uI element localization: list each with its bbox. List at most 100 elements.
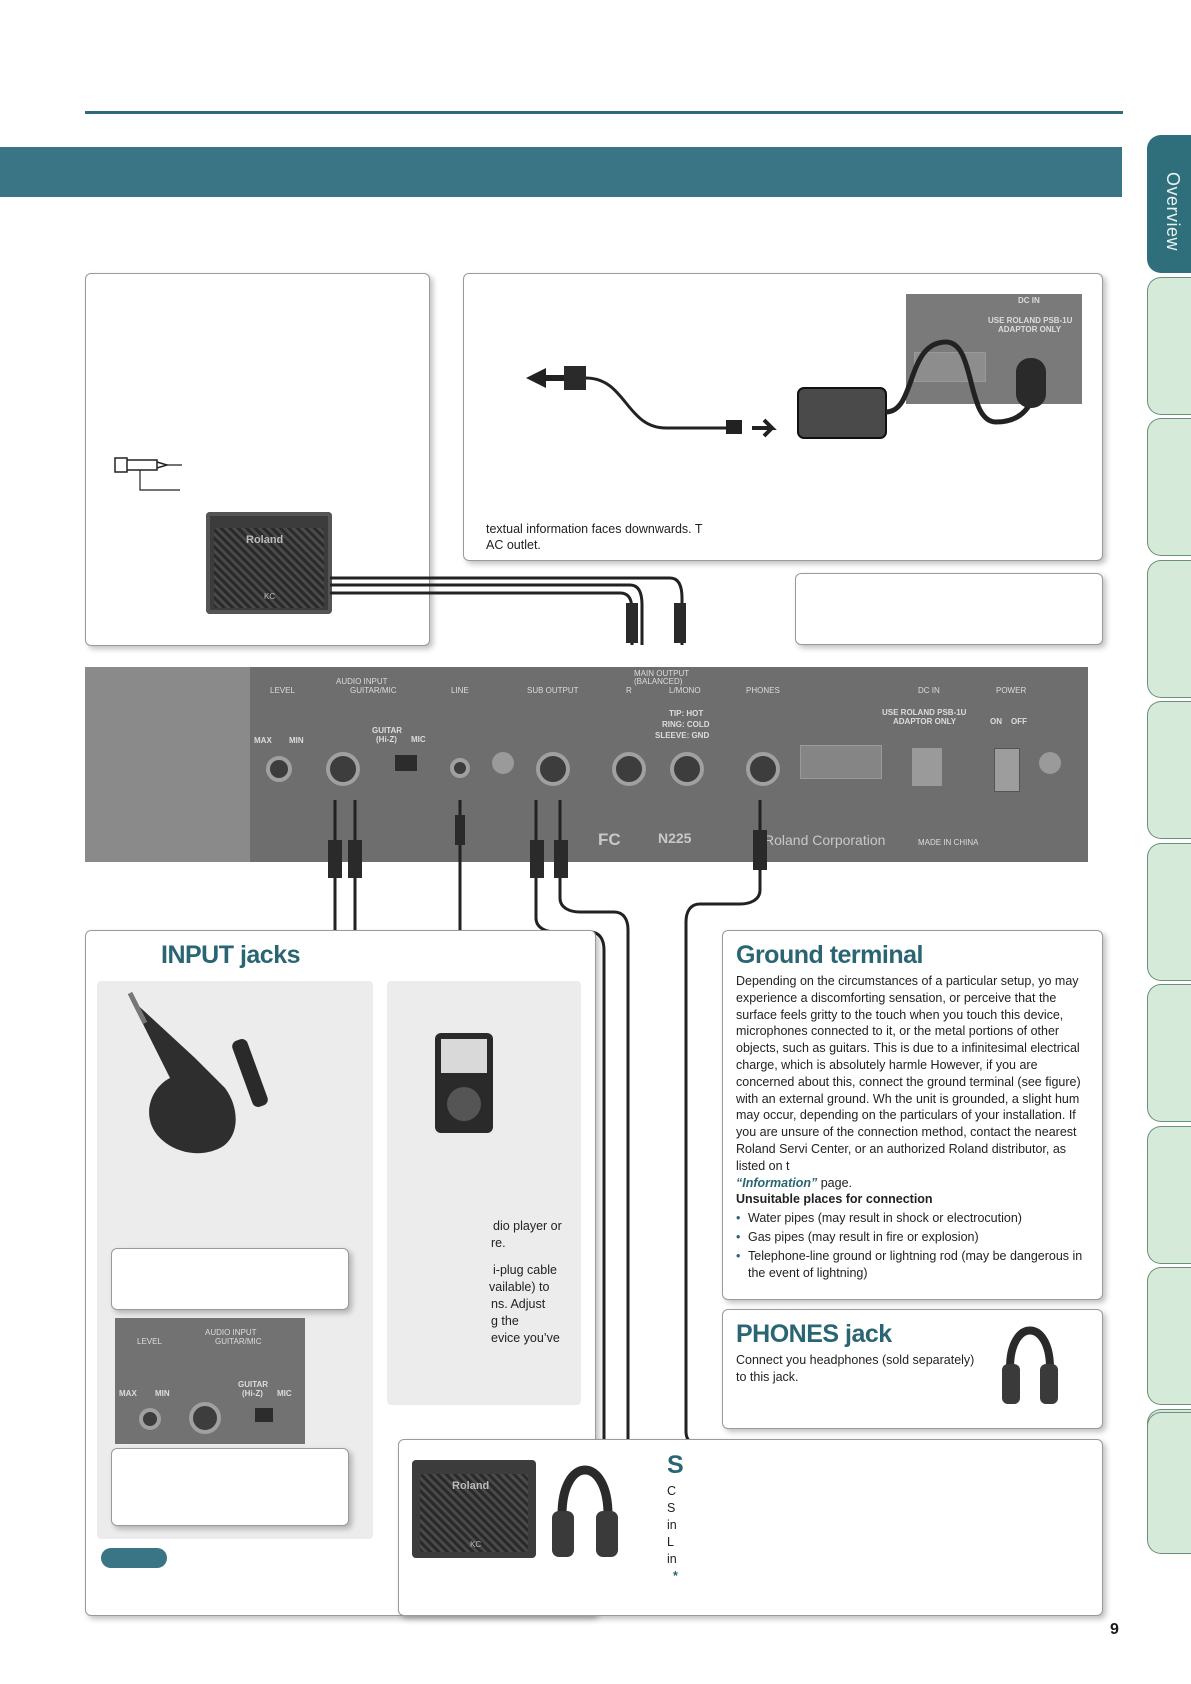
level-knob	[266, 756, 292, 782]
tab-3[interactable]	[1147, 418, 1191, 556]
sub-amp-brand: Roland	[452, 1480, 489, 1492]
tab-4[interactable]	[1147, 560, 1191, 698]
panel-power: POWER	[996, 686, 1026, 695]
power-callout-box	[795, 573, 1103, 645]
sub-amp-image: Roland KC	[412, 1460, 536, 1558]
ac-text-line1: textual information faces downwards. T	[486, 521, 703, 538]
tab-7[interactable]	[1147, 984, 1191, 1122]
switch-callout-box	[111, 1448, 349, 1526]
tab-9[interactable]	[1147, 1267, 1191, 1405]
ac-text-line2: AC outlet.	[486, 537, 541, 554]
information-link[interactable]: “Information”	[736, 1176, 817, 1190]
ac-adaptor-drawing	[520, 320, 1080, 440]
line-text-2: re.	[491, 1235, 506, 1252]
guitar-mic-jack	[326, 752, 360, 786]
panel-r: R	[626, 686, 632, 695]
amp-model: KC	[264, 592, 275, 601]
page-number: 9	[1110, 1621, 1119, 1639]
title-banner	[0, 147, 1122, 197]
list-item: Gas pipes (may result in fire or explosi…	[736, 1229, 1096, 1246]
panel-off: OFF	[1011, 717, 1027, 726]
ground-terminal-body: Depending on the circumstances of a part…	[736, 973, 1096, 1283]
list-item: Telephone-line ground or lightning rod (…	[736, 1248, 1096, 1282]
phones-jack	[746, 752, 780, 786]
panel-min: MIN	[289, 736, 304, 745]
panel-guitar: GUITAR	[372, 726, 402, 735]
ground-body-text: Depending on the circumstances of a part…	[736, 974, 1081, 1173]
main-output-l-jack	[670, 752, 704, 786]
panel-dc-in: DC IN	[918, 686, 940, 695]
line-jack	[450, 758, 470, 778]
panel-made-in: MADE IN CHINA	[918, 838, 978, 847]
line-text-6: g the	[491, 1313, 519, 1330]
panel-guitar-mic: GUITAR/MIC	[350, 686, 397, 695]
main-output-r-jack	[612, 752, 646, 786]
tab-6[interactable]	[1147, 843, 1191, 981]
sub-headphones-image	[550, 1455, 620, 1565]
panel-audio-input: AUDIO INPUT	[336, 677, 388, 686]
sub-text-2: S	[667, 1500, 675, 1517]
trs-plug-icon	[110, 448, 190, 492]
panel-l-mono: L/MONO	[669, 686, 701, 695]
note-badge	[101, 1548, 167, 1568]
sub-note-asterisk: *	[673, 1568, 678, 1585]
panel-balanced: (BALANCED)	[634, 677, 682, 686]
phones-jack-body: Connect you headphones (sold separately)…	[736, 1352, 986, 1386]
line-text-5: ns. Adjust	[491, 1296, 545, 1313]
headphones-image	[1000, 1318, 1060, 1418]
panel-ring: RING: COLD	[662, 720, 710, 729]
unsuitable-places-list: Water pipes (may result in shock or elec…	[736, 1210, 1096, 1281]
inset-guitar-mic: GUITAR/MIC	[215, 1337, 262, 1346]
level-callout-box	[111, 1248, 349, 1310]
panel-phones: PHONES	[746, 686, 780, 695]
inset-level: LEVEL	[137, 1337, 162, 1346]
dc-in-jack	[912, 748, 942, 786]
sub-text-1: C	[667, 1483, 676, 1500]
amp-brand: Roland	[246, 534, 283, 546]
panel-adaptor1: USE ROLAND PSB-1U	[882, 708, 966, 717]
ground-link-after: page.	[817, 1176, 852, 1190]
phones-jack-title: PHONES jack	[736, 1320, 892, 1349]
panel-adaptor2: ADAPTOR ONLY	[893, 717, 956, 726]
input-jacks-title: INPUT jacks	[161, 941, 300, 970]
guitar-image	[120, 988, 300, 1178]
sub-output-title: S	[667, 1451, 683, 1480]
panel-on: ON	[990, 717, 1002, 726]
audio-player-image	[435, 1033, 493, 1133]
list-item: Water pipes (may result in shock or elec…	[736, 1210, 1096, 1227]
amplifier-image: Roland KC	[206, 512, 332, 614]
inset-audio-input: AUDIO INPUT	[205, 1328, 257, 1337]
panel-sleeve: SLEEVE: GND	[655, 731, 709, 740]
tab-8[interactable]	[1147, 1126, 1191, 1264]
panel-sub-output: SUB OUTPUT	[527, 686, 579, 695]
power-switch	[994, 748, 1020, 792]
amp-cables	[330, 575, 690, 675]
sub-text-4: L	[667, 1534, 674, 1551]
microphone-image	[231, 1037, 270, 1108]
panel-tip: TIP: HOT	[669, 709, 703, 718]
panel-max: MAX	[254, 736, 272, 745]
sub-output-jack	[536, 752, 570, 786]
sub-amp-model: KC	[470, 1540, 481, 1549]
unsuitable-places-heading: Unsuitable places for connection	[736, 1191, 1096, 1208]
guitar-mic-switch	[395, 755, 417, 771]
ground-terminal-title: Ground terminal	[736, 941, 923, 970]
panel-line: LINE	[451, 686, 469, 695]
tab-11[interactable]	[1147, 1412, 1191, 1554]
line-text-3: i-plug cable	[493, 1262, 557, 1279]
input-inset-panel: AUDIO INPUT LEVEL GUITAR/MIC GUITAR (Hi-…	[115, 1318, 305, 1444]
dc-in-label: DC IN	[1018, 296, 1040, 305]
inset-hiz: (Hi-Z)	[242, 1389, 263, 1398]
line-text-4: vailable) to	[489, 1279, 549, 1296]
screw-1	[492, 752, 514, 774]
adaptor-holder	[800, 745, 882, 779]
inset-max: MAX	[119, 1389, 137, 1398]
tab-2[interactable]	[1147, 277, 1191, 415]
panel-mic: MIC	[411, 735, 426, 744]
header-rule	[85, 111, 1123, 114]
inset-min: MIN	[155, 1389, 170, 1398]
inset-mic: MIC	[277, 1389, 292, 1398]
tab-overview-label: Overview	[1155, 172, 1183, 262]
panel-hiz: (Hi-Z)	[376, 735, 397, 744]
tab-5[interactable]	[1147, 701, 1191, 839]
